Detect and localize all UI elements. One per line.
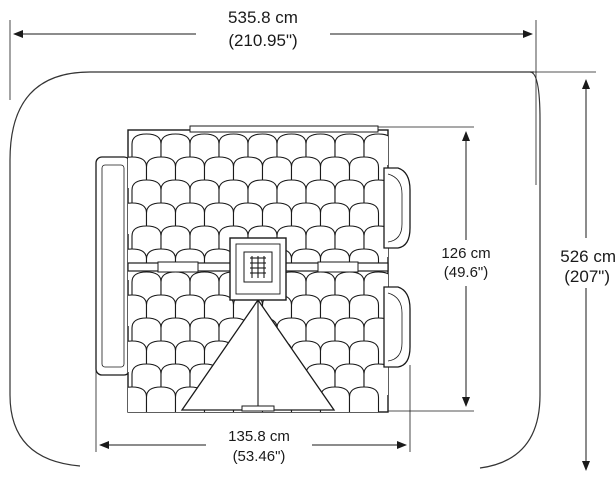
left-bench [95, 156, 131, 376]
shingle [131, 271, 162, 303]
shingle [145, 202, 177, 234]
shingle [145, 156, 177, 188]
shingle [348, 202, 380, 234]
shingle [232, 202, 264, 234]
shingle [247, 133, 278, 165]
shingle [334, 179, 365, 211]
shingle [305, 133, 336, 165]
overall-width-metric-label: 535.8 cm [228, 8, 298, 27]
shingle [305, 317, 336, 349]
label-bg [436, 240, 496, 286]
right-seat-top [383, 167, 411, 249]
shingle [305, 179, 336, 211]
label-bg [196, 4, 330, 54]
shingle [203, 202, 235, 234]
shingle [131, 225, 162, 257]
shingle [203, 156, 235, 188]
shingle [290, 202, 322, 234]
shingle [334, 225, 365, 257]
shingle [189, 225, 220, 257]
shingle [128, 386, 148, 412]
shingle [160, 363, 191, 395]
shingle [160, 179, 191, 211]
shingle [319, 340, 351, 372]
shingle [131, 317, 162, 349]
shingle [174, 156, 206, 188]
shingle [276, 179, 307, 211]
unit-depth-metric-label: 126 cm [441, 245, 490, 262]
shingle [145, 340, 177, 372]
overall-depth-metric-label: 526 cm [560, 247, 616, 266]
shingle [348, 386, 380, 412]
shingle [290, 294, 322, 326]
shingle [131, 363, 162, 395]
shingle [319, 294, 351, 326]
overall-depth-imperial-label: (207") [564, 267, 610, 286]
shingle [189, 133, 220, 165]
overall-width-imperial-label: (210.95") [228, 31, 297, 50]
shingle [174, 294, 206, 326]
shingle [261, 202, 293, 234]
shingle [305, 225, 336, 257]
shingle [276, 133, 307, 165]
shingle [174, 340, 206, 372]
shingle [319, 202, 351, 234]
shingle [261, 156, 293, 188]
label-bg [560, 238, 616, 288]
shingle [160, 133, 191, 165]
unit-width-imperial-label: (53.46") [233, 448, 286, 465]
unit-depth-imperial-label: (49.6") [444, 264, 489, 281]
shingle [160, 225, 191, 257]
shingle [218, 179, 249, 211]
shingle [189, 317, 220, 349]
shingle [189, 179, 220, 211]
shingle [160, 317, 191, 349]
shingle [319, 156, 351, 188]
shingle [232, 156, 264, 188]
shingle [218, 133, 249, 165]
shingle [131, 179, 162, 211]
shingle [131, 133, 162, 165]
shingle [247, 179, 278, 211]
safety-zone-outline [9, 71, 534, 467]
shingle [145, 294, 177, 326]
shingle [348, 156, 380, 188]
shingle [189, 271, 220, 303]
shingle [334, 133, 365, 165]
shingle [334, 317, 365, 349]
shingle [348, 294, 380, 326]
shingle [290, 156, 322, 188]
shingle [334, 363, 365, 395]
shingle [174, 202, 206, 234]
shingle [348, 340, 380, 372]
shingle [145, 386, 177, 412]
unit-width-metric-label: 135.8 cm [228, 428, 290, 445]
right-seat-bottom [383, 286, 411, 368]
label-bg [206, 425, 312, 467]
shingle [203, 294, 235, 326]
